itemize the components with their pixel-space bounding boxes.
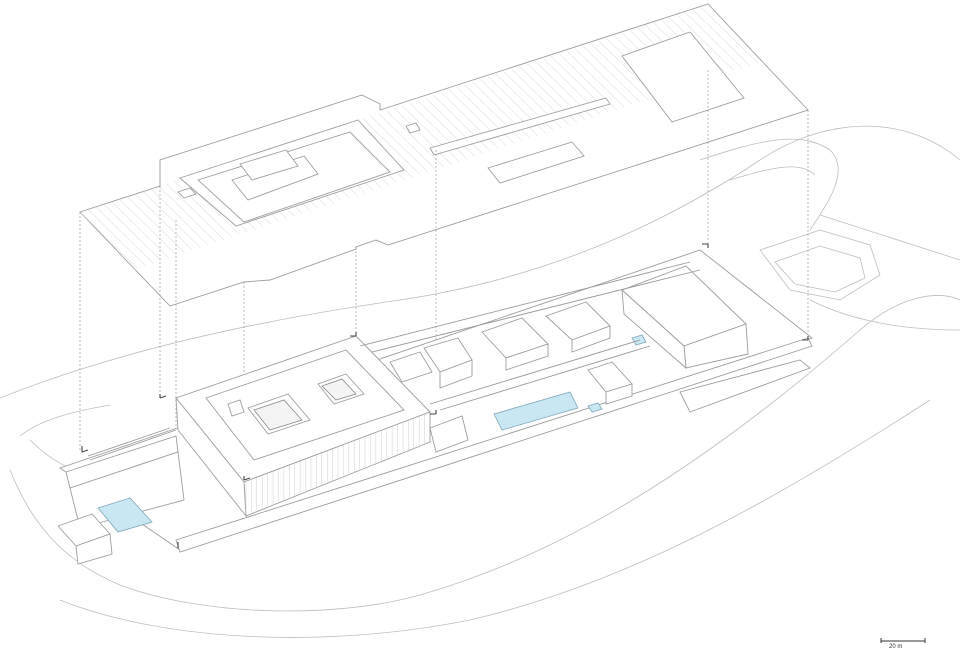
roof-hatch-line bbox=[126, 196, 185, 253]
roof-hatch-line bbox=[692, 9, 751, 66]
roof-hatch-line bbox=[590, 42, 649, 100]
building-complex bbox=[57, 249, 813, 565]
facade-grid bbox=[245, 414, 425, 514]
roof-hatch-line bbox=[166, 183, 225, 240]
roof-hatch-line bbox=[378, 113, 437, 170]
roof-hatch-line bbox=[103, 204, 162, 261]
scale-bar bbox=[880, 638, 926, 643]
main-pool bbox=[493, 391, 579, 431]
scale-bar-label: 20 m bbox=[889, 644, 903, 650]
roof-hatch-line bbox=[409, 102, 468, 160]
roof-hatch-line bbox=[134, 193, 193, 251]
roof-hatch-line bbox=[401, 105, 460, 162]
small-pool bbox=[97, 497, 153, 533]
roof-hatch-line bbox=[566, 50, 625, 108]
roof-hatch-line bbox=[158, 185, 217, 243]
roof-hatch-line bbox=[79, 211, 138, 269]
roof-layer bbox=[79, 3, 809, 307]
roof-hatch-line bbox=[370, 115, 429, 173]
roof-hatch-line bbox=[417, 100, 476, 157]
roof-hatch-line bbox=[425, 97, 484, 155]
roof-hatch-line bbox=[393, 107, 452, 165]
roof-hatch-line bbox=[111, 201, 170, 259]
roof-hatch-line bbox=[582, 45, 641, 103]
registration-marks bbox=[81, 243, 809, 548]
site-contours bbox=[0, 125, 960, 638]
roof-hatch-line bbox=[385, 110, 444, 168]
roof-hatch-line bbox=[676, 14, 735, 71]
roof-hatch-line bbox=[699, 6, 758, 64]
roof-hatch-line bbox=[362, 118, 421, 175]
roof-hatch-line bbox=[95, 206, 154, 264]
roof-hatch-line bbox=[142, 191, 201, 248]
roof-hatch-line bbox=[684, 11, 743, 69]
roof-hatch-line bbox=[574, 48, 633, 105]
roof-hatch-line bbox=[119, 198, 178, 256]
roof-hatch-line bbox=[87, 209, 146, 266]
roof-hatch-line bbox=[433, 94, 492, 152]
